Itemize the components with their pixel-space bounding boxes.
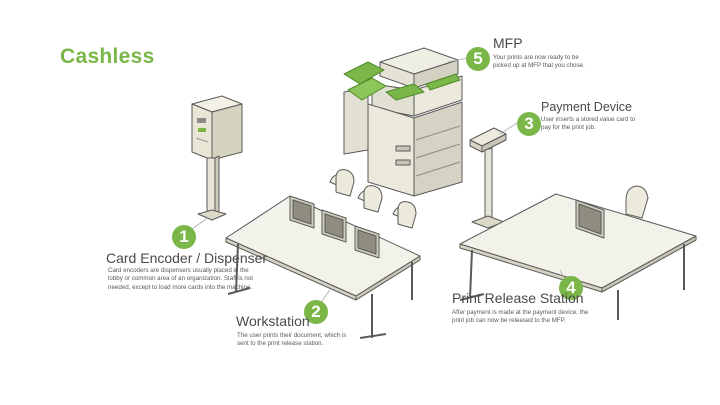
step-4-description: After payment is made at the payment dev… bbox=[452, 309, 589, 325]
step-3-badge: 3 bbox=[517, 112, 541, 136]
step-5-badge: 5 bbox=[466, 47, 490, 71]
step-2-badge: 2 bbox=[304, 300, 328, 324]
step-1-badge: 1 bbox=[172, 225, 196, 249]
card-encoder-illustration bbox=[191, 95, 243, 221]
step-1-description: Card encoders are dispensers usually pla… bbox=[108, 267, 254, 291]
page-title: Cashless bbox=[60, 45, 155, 68]
step-2-label: Workstation bbox=[236, 313, 310, 329]
mfp-illustration bbox=[343, 47, 463, 197]
step-3-label: Payment Device bbox=[541, 100, 633, 114]
step-5-label: MFP bbox=[493, 35, 523, 51]
step-4-badge: 4 bbox=[559, 276, 583, 300]
step-2-description: The user prints their document, which is… bbox=[237, 332, 347, 348]
workstation-illustration bbox=[225, 169, 421, 339]
payment-device-illustration bbox=[469, 127, 507, 229]
step-3-description: User inserts a stored value card to pay … bbox=[541, 116, 636, 132]
step-1-label: Card Encoder / Dispenser bbox=[106, 250, 268, 266]
step-4-label: Print Release Station bbox=[452, 290, 584, 306]
step-5-description: Your prints are now ready to be picked u… bbox=[493, 54, 585, 70]
